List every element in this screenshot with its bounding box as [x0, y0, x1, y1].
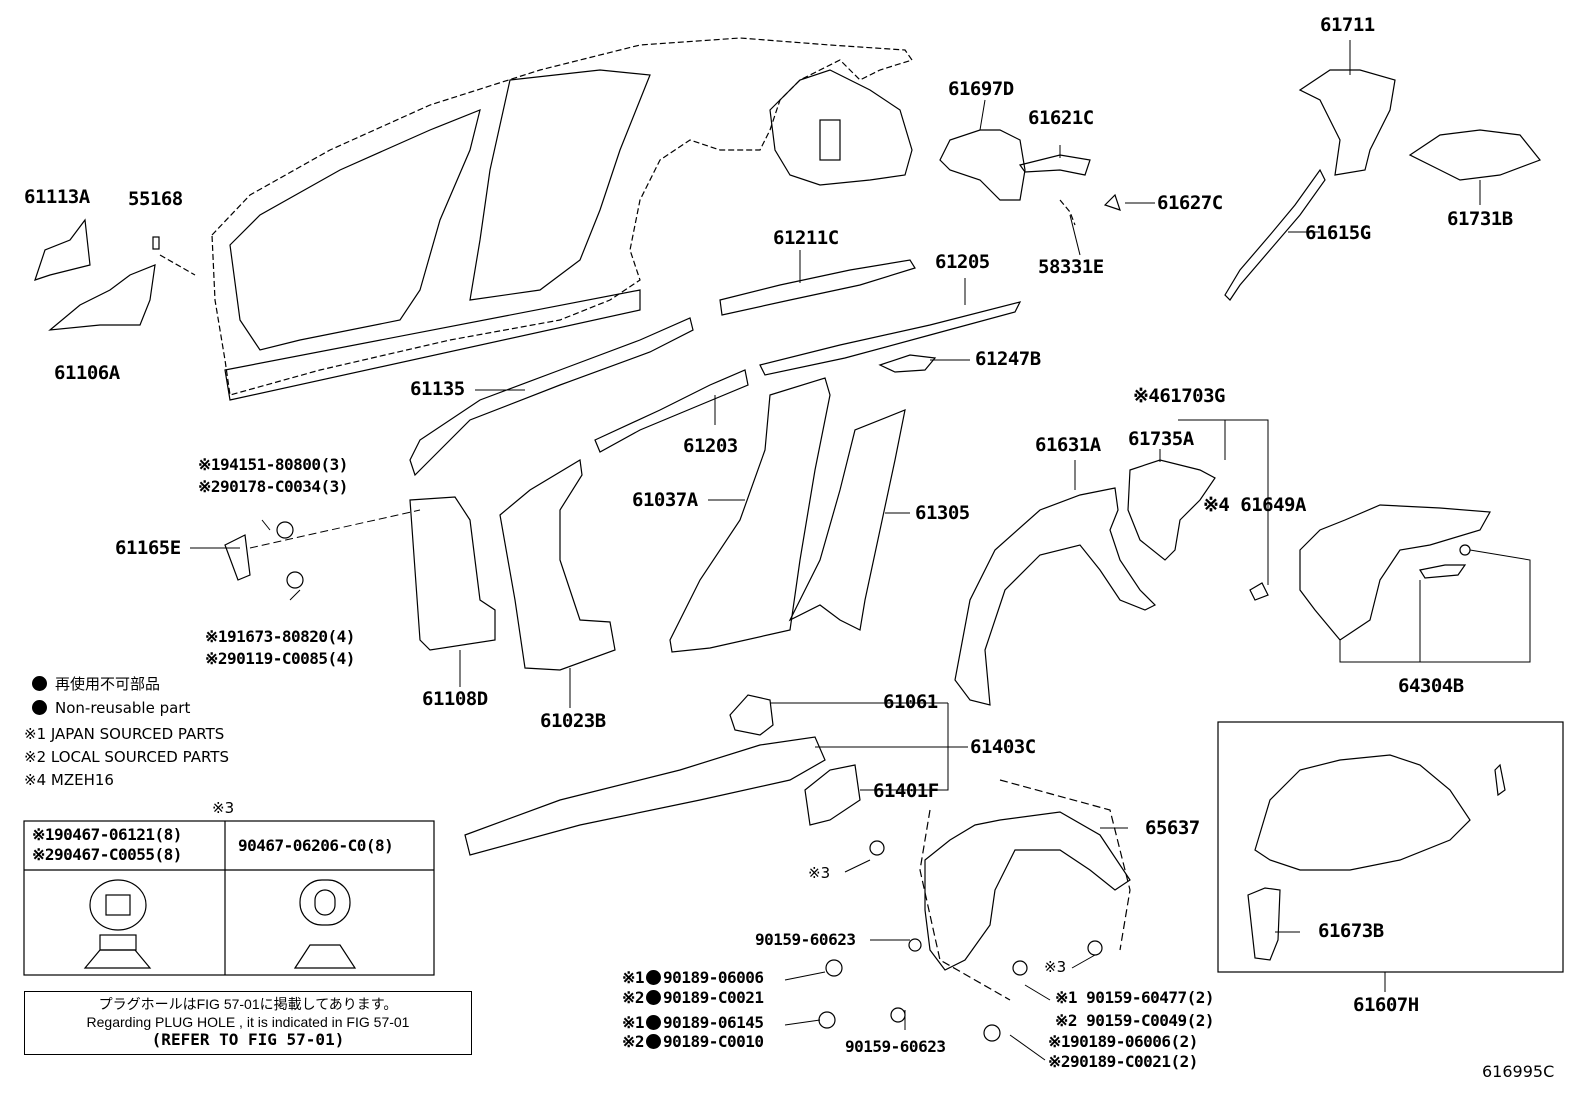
label-61711[interactable]: 61711	[1320, 14, 1375, 36]
part-61403C-shape	[464, 736, 826, 856]
label-61731B[interactable]: 61731B	[1447, 208, 1513, 230]
label-61205[interactable]: 61205	[935, 251, 990, 273]
grommet-94151-icon	[276, 521, 294, 539]
label-61106A[interactable]: 61106A	[54, 362, 120, 384]
plug-note-en: Regarding PLUG HOLE , it is indicated in…	[86, 1014, 410, 1030]
clip-table-left-2[interactable]: ※290467-C0055(8)	[32, 845, 182, 864]
label-94151-80800[interactable]: ※194151-80800(3)	[198, 455, 348, 474]
part-61247B-shape	[878, 354, 937, 373]
clip-table-drawing	[23, 820, 435, 976]
part-64304B-shape	[1299, 504, 1491, 641]
plug-hole-note: プラグホールはFIG 57-01に掲載してあります。 Regarding PLU…	[24, 991, 472, 1055]
plug-note-jp: プラグホールはFIG 57-01に掲載してあります。	[98, 996, 398, 1012]
label-61135[interactable]: 61135	[410, 378, 465, 400]
part-61401F-shape	[804, 764, 861, 826]
label-61108D[interactable]: 61108D	[422, 688, 488, 710]
label-61113A[interactable]: 61113A	[24, 186, 90, 208]
part-61061-shape	[729, 694, 774, 736]
label-61165E[interactable]: 61165E	[115, 537, 181, 559]
label-61203[interactable]: 61203	[683, 435, 738, 457]
part-65637-shape	[924, 811, 1131, 971]
part-55168-shape	[152, 236, 160, 250]
part-61203-shape	[594, 369, 749, 453]
plug-note-ref[interactable]: (REFER TO FIG 57-01)	[151, 1030, 345, 1049]
part-61711-shape	[1298, 69, 1396, 176]
label-90189-C0021-2[interactable]: ※290189-C0021(2)	[1048, 1052, 1198, 1071]
part-61731B-shape	[1408, 129, 1541, 181]
label-61735A[interactable]: 61735A	[1128, 428, 1194, 450]
legend-nonreusable-jp: 再使用不可部品	[32, 676, 160, 692]
legend-note-1: ※1 JAPAN SOURCED PARTS	[24, 725, 225, 743]
label-61305[interactable]: 61305	[915, 502, 970, 524]
part-61607H-shape	[1254, 754, 1471, 871]
label-90189-06006-2[interactable]: ※190189-06006(2)	[1048, 1032, 1198, 1051]
label-61703G[interactable]: ※461703G	[1133, 385, 1226, 407]
diagram-code: 616995C	[1482, 1062, 1555, 1081]
label-star3-right: ※3	[1044, 958, 1067, 976]
label-55168[interactable]: 55168	[128, 188, 183, 210]
label-61627C[interactable]: 61627C	[1157, 192, 1223, 214]
label-65637[interactable]: 65637	[1145, 817, 1200, 839]
legend-nonreusable-en: Non-reusable part	[32, 700, 190, 716]
label-90159-60623-upper[interactable]: 90159-60623	[755, 930, 856, 949]
body-side-outer-panel	[211, 37, 913, 401]
part-61673B-shape	[1247, 887, 1281, 961]
part-61135-shape	[409, 317, 694, 477]
label-61697D[interactable]: 61697D	[948, 78, 1014, 100]
part-61615G-shape	[1224, 168, 1326, 301]
label-61621C[interactable]: 61621C	[1028, 107, 1094, 129]
label-90159-60623-lower[interactable]: 90159-60623	[845, 1037, 946, 1056]
label-91673-80820[interactable]: ※191673-80820(4)	[205, 627, 355, 646]
part-61697D-shape	[939, 129, 1026, 201]
clip-table-right[interactable]: 90467-06206-C0(8)	[238, 836, 394, 855]
legend-note-4: ※4 MZEH16	[24, 771, 114, 789]
label-61649A[interactable]: ※4 61649A	[1203, 494, 1306, 516]
sub-assembly-61607H-frame	[1217, 721, 1564, 973]
part-61735A-shape	[1127, 459, 1216, 561]
label-90159-C0049[interactable]: ※2 90159-C0049(2)	[1055, 1011, 1215, 1030]
label-61247B[interactable]: 61247B	[975, 348, 1041, 370]
label-61607H[interactable]: 61607H	[1353, 994, 1419, 1016]
part-61205-shape	[759, 301, 1022, 376]
label-61401F[interactable]: 61401F	[873, 780, 939, 802]
legend-note-2: ※2 LOCAL SOURCED PARTS	[24, 748, 229, 766]
part-61108D-shape	[409, 496, 496, 651]
label-64304B[interactable]: 64304B	[1398, 675, 1464, 697]
label-61403C[interactable]: 61403C	[970, 736, 1036, 758]
clip-table-left-1[interactable]: ※190467-06121(8)	[32, 825, 182, 844]
label-61023B[interactable]: 61023B	[540, 710, 606, 732]
bolt-91673-icon	[286, 571, 304, 589]
label-90159-60477[interactable]: ※1 90159-60477(2)	[1055, 988, 1215, 1007]
label-58331E[interactable]: 58331E	[1038, 256, 1104, 278]
label-61211C[interactable]: 61211C	[773, 227, 839, 249]
part-61113A-shape	[34, 218, 91, 281]
part-61106A-shape	[48, 264, 156, 331]
label-star3-left: ※3	[808, 864, 831, 882]
label-61631A[interactable]: 61631A	[1035, 434, 1101, 456]
label-90119-C0085[interactable]: ※290119-C0085(4)	[205, 649, 355, 668]
label-61037A[interactable]: 61037A	[632, 489, 698, 511]
part-61037A-shape	[669, 377, 831, 653]
part-61631A-shape	[954, 487, 1157, 706]
label-61615G[interactable]: 61615G	[1305, 222, 1371, 244]
part-61023B-shape	[499, 459, 616, 671]
part-61621C-shape	[1018, 154, 1091, 176]
label-61061[interactable]: 61061	[883, 691, 938, 713]
label-61673B[interactable]: 61673B	[1318, 920, 1384, 942]
label-90178-C0034[interactable]: ※290178-C0034(3)	[198, 477, 348, 496]
part-61211C-shape	[719, 259, 916, 316]
clip-table-header: ※3	[212, 799, 235, 817]
part-61305-shape	[788, 409, 906, 631]
